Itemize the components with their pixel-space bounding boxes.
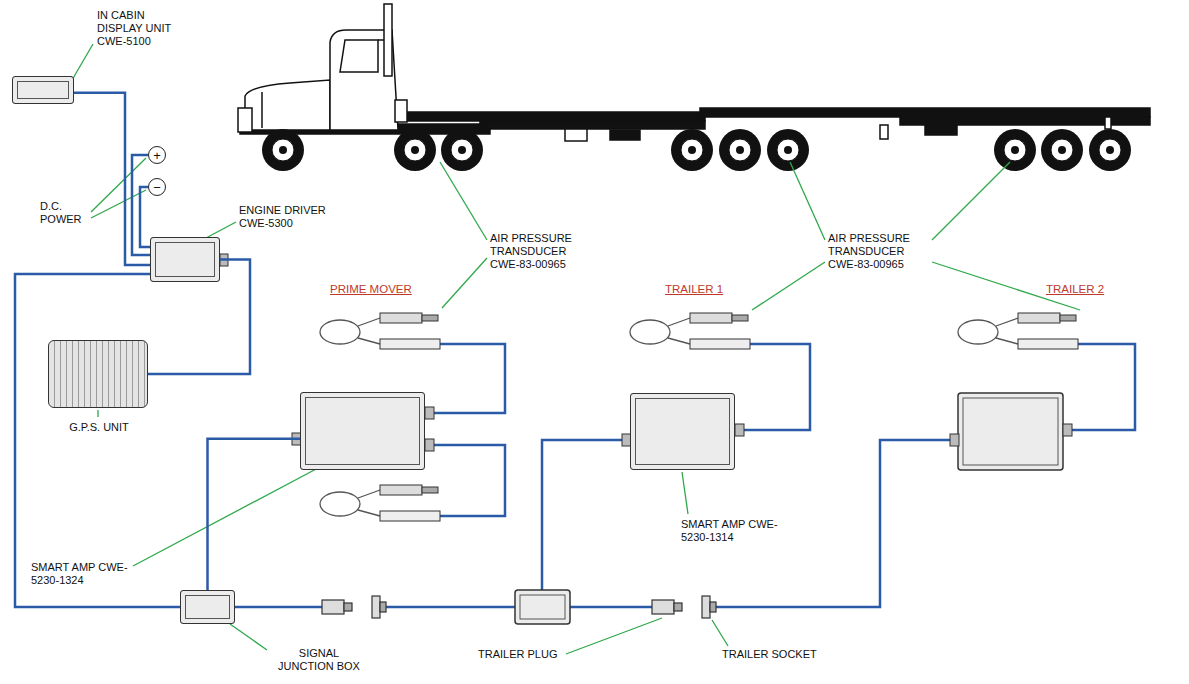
leader-line	[72, 44, 1080, 654]
smart-amp: SMART AMP CWE-5230-1324	[300, 392, 425, 470]
device-label: +	[149, 147, 165, 163]
wheels	[262, 129, 1131, 171]
signal-cable	[132, 155, 150, 255]
signal-cable	[235, 344, 1135, 607]
signal-cable	[140, 187, 150, 247]
gps-unit: G.P.S. UNIT	[48, 340, 148, 408]
signal-cable	[208, 439, 301, 590]
section-title: PRIME MOVER	[330, 283, 412, 297]
device-label: −	[149, 179, 165, 195]
signal-cable	[74, 93, 150, 265]
transducers	[320, 313, 1078, 521]
smart-amp: SMART AMP CWE-5230-1314	[630, 393, 735, 470]
device-label: G.P.S. UNIT	[69, 421, 129, 434]
part-label: TRAILER SOCKET	[722, 648, 817, 661]
part-label: D.C. POWER	[40, 200, 90, 226]
section-title: TRAILER 2	[1046, 283, 1104, 297]
power-terminal: +	[148, 146, 166, 164]
engine-driver: ENGINE DRIVER CWE-5300	[150, 237, 220, 282]
device-label: SMART AMP CWE-5230-1324	[31, 561, 135, 587]
device-label: ENGINE DRIVER CWE-5300	[239, 204, 343, 230]
part-label: AIR PRESSURE TRANSDUCER CWE-83-00965	[828, 232, 930, 272]
part-label: TRAILER PLUG	[478, 648, 557, 661]
section-title: TRAILER 1	[665, 283, 723, 297]
power-terminal: −	[148, 178, 166, 196]
junction-box	[515, 590, 570, 624]
smart-amp	[958, 393, 1063, 470]
device-label: SIGNAL JUNCTION BOX	[271, 647, 367, 673]
device-label: SMART AMP CWE-5230-1314	[681, 518, 785, 544]
signal-cable	[15, 274, 180, 607]
device-label: IN CABIN DISPLAY UNIT CWE-5100	[97, 9, 189, 49]
junction-box: SIGNAL JUNCTION BOX	[180, 590, 235, 624]
truck	[238, 4, 1150, 141]
part-label: AIR PRESSURE TRANSDUCER CWE-83-00965	[490, 232, 592, 272]
display-unit: IN CABIN DISPLAY UNIT CWE-5100	[12, 76, 74, 104]
